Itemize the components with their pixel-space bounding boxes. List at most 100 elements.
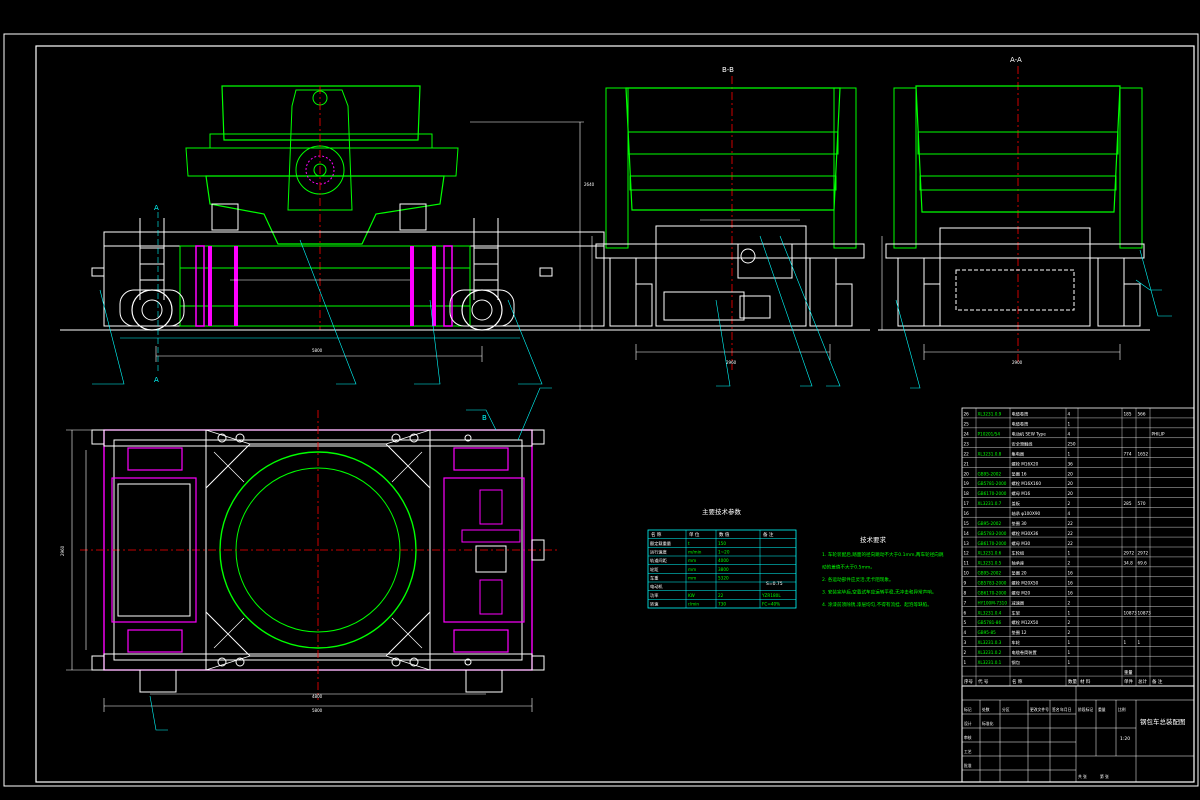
title-block-label: 签名: [1052, 707, 1060, 712]
parts-cell: 566: [1138, 412, 1146, 417]
parts-cell: 3: [964, 640, 967, 645]
dim-plan-length: 5800: [312, 708, 323, 713]
parts-cell: 36: [1068, 461, 1074, 466]
param-cell: t: [688, 541, 690, 546]
parameter-table-grid: [648, 530, 796, 608]
parts-cell: 4: [1068, 432, 1071, 437]
title-block-label: 工艺: [964, 749, 972, 754]
parts-cell: 车轮组: [1012, 550, 1025, 557]
title-block-label: 设计: [964, 721, 972, 726]
saddle-right: [399, 203, 427, 231]
parts-cell: 20: [1068, 491, 1074, 496]
param-cell: 运行速度: [650, 549, 668, 556]
aa-hanger-right: [1119, 87, 1143, 249]
param-cell: 车重: [650, 575, 658, 582]
parts-cell: 15: [964, 521, 970, 526]
parts-cell: XL3231.0.5: [978, 561, 1002, 566]
parts-cell: 4: [1068, 511, 1071, 516]
parts-cell: 螺栓 M16X20: [1012, 460, 1039, 467]
plan-dimension-lines: [66, 429, 533, 712]
ladle-band: [209, 133, 433, 149]
parts-cell: 25: [964, 422, 970, 427]
parts-cell: 2: [1068, 501, 1071, 506]
parts-cell: GB5781-86: [978, 620, 1002, 625]
parts-cell: GB5783-2000: [978, 531, 1007, 536]
parts-cell: GB6170-2000: [978, 590, 1007, 595]
parts-cell: 2: [1068, 620, 1071, 625]
plan-wheel-pads: [127, 447, 509, 653]
bb-frame-top: [595, 243, 865, 259]
drawing-title: 钢包车总装配图: [1140, 717, 1186, 726]
trunnion-plate: [287, 89, 353, 211]
section-a-top: A: [154, 204, 159, 212]
parts-cell: GB6170-2000: [978, 491, 1007, 496]
parts-cell: 钢包: [1012, 659, 1021, 666]
parts-cell: 20: [1068, 471, 1074, 476]
param-cell: 轨道间距: [650, 557, 667, 564]
parts-cell: XL3231.0.8: [978, 451, 1002, 456]
bb-hanger-left: [605, 87, 629, 249]
param-cell: 额定载重量: [650, 540, 671, 547]
parts-cell: 570: [1138, 501, 1146, 506]
aa-ladle-band-2: [919, 175, 1117, 191]
parts-cell: 1: [1068, 451, 1071, 456]
ladder-left: [139, 218, 165, 300]
parts-cell: 22: [1068, 521, 1074, 526]
parts-cell: XL3231.0.4: [978, 610, 1002, 615]
tech-requirement-line: 3. 安装完毕后,空载试车应运转平稳,无冲击和异常声响。: [822, 589, 936, 596]
parts-cell: 集电器: [1012, 450, 1025, 457]
parts-cell: 2: [1068, 561, 1071, 566]
parts-cell: XL3231.0.9: [978, 412, 1002, 417]
bb-ladle: [625, 87, 841, 211]
tech-requirements-title: 技术要求: [860, 535, 887, 544]
rib-1: [195, 245, 205, 327]
dim-plan-inner: 4800: [312, 694, 323, 699]
parts-header-cell: 材 料: [1080, 678, 1091, 685]
aa-hanger-left: [893, 87, 917, 249]
title-block-label: 批准: [964, 763, 972, 768]
parts-cell: 电缆卷筒: [1012, 421, 1029, 428]
parts-cell: 22: [1068, 531, 1074, 536]
parts-cell: GB95-2002: [978, 521, 1002, 526]
parts-cell: 34.8: [1124, 561, 1134, 566]
parts-cell: 5: [964, 620, 967, 625]
plan-view: B: [60, 387, 560, 731]
parts-cell: GB95-2002: [978, 571, 1002, 576]
parts-cell: 185: [1124, 412, 1132, 417]
parts-cell: 车架: [1012, 609, 1020, 616]
aa-frame: [939, 227, 1091, 327]
parts-cell: 垫圈 16: [1012, 470, 1027, 477]
aa-inner: [955, 269, 1075, 311]
car-girder: [179, 245, 471, 327]
parts-cell: GB5783-2000: [978, 581, 1007, 586]
parts-cell: 4: [1068, 412, 1071, 417]
parts-cell: GB95-85: [978, 630, 997, 635]
section-a-bottom: A: [154, 376, 159, 384]
section-bb-label: B-B: [722, 66, 734, 74]
param-cell: 730: [718, 602, 726, 607]
plan-bolts: [217, 433, 472, 667]
parts-cell: 16: [1068, 590, 1074, 595]
parts-cell: 车轮: [1012, 639, 1021, 646]
parts-cell: 9: [964, 581, 967, 586]
param-cell: FC=40%: [762, 602, 780, 607]
parts-cell: XL3231.0.6: [978, 551, 1002, 556]
parameter-table-title: 主要技术参数: [702, 507, 742, 516]
title-block-label: 阶段标记: [1078, 707, 1093, 712]
parts-cell: 1: [1068, 660, 1071, 665]
plan-shaft: [461, 529, 521, 543]
tech-requirement-line: 4. 涂漆前须除锈,漆层均匀,不得有流挂、起泡等缺陷。: [822, 601, 932, 608]
bb-motor: [737, 243, 793, 279]
title-block-label: 更改文件号: [1030, 707, 1049, 712]
parts-cell: 10: [964, 571, 970, 576]
ladle-flange: [185, 147, 459, 177]
parts-cell: 安全滑触线: [1012, 441, 1034, 448]
car-body: [103, 245, 605, 327]
aa-dimension-lines: [881, 236, 1121, 360]
aa-ladle-band-1: [917, 131, 1119, 155]
parts-cell: 2972: [1124, 551, 1135, 556]
parts-cell: 16: [1068, 581, 1074, 586]
